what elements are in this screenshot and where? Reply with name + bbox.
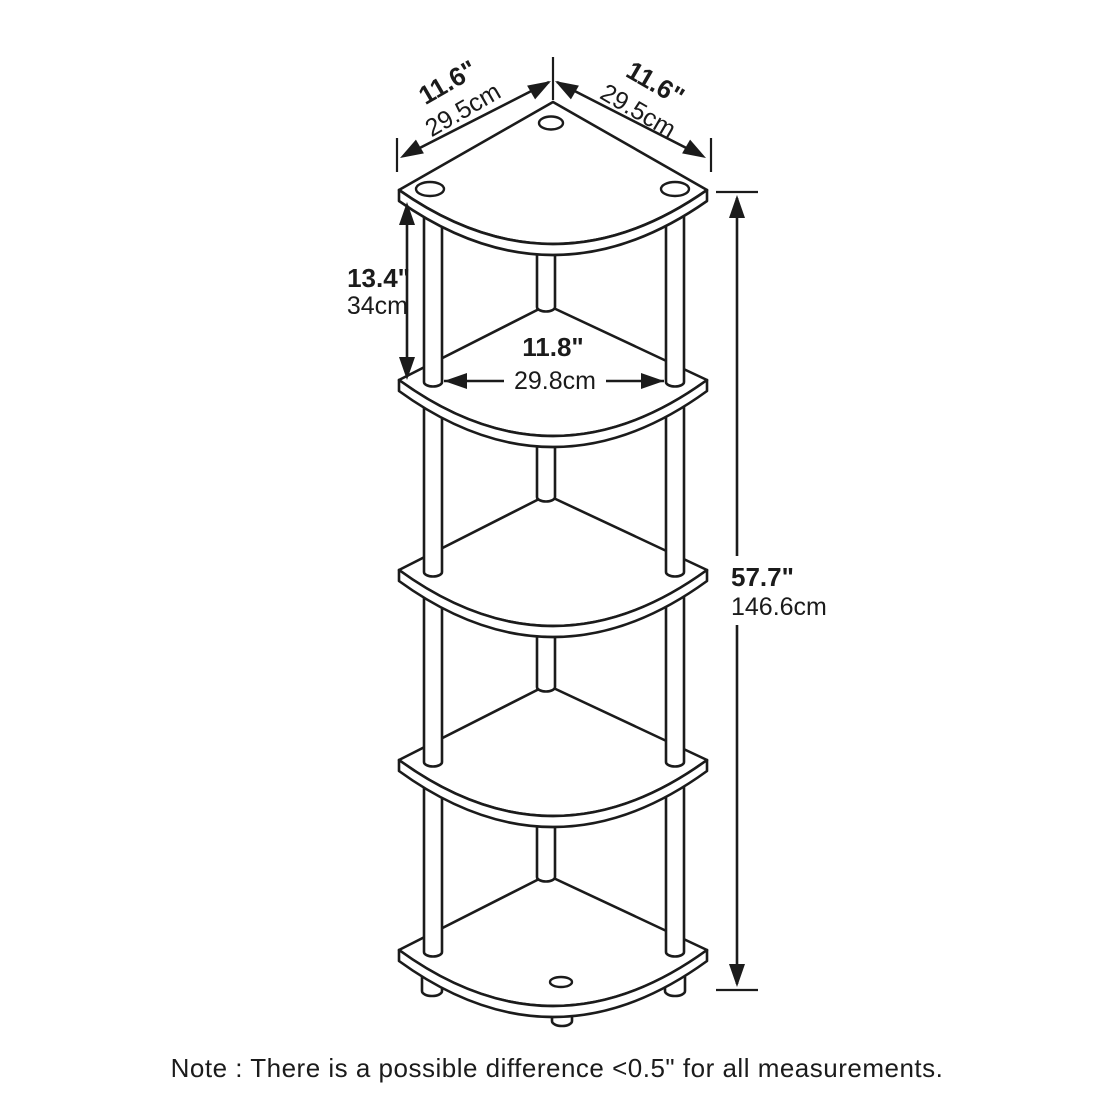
dim-label-metric: 29.8cm — [514, 367, 596, 395]
note-text: Note : There is a possible difference <0… — [171, 1053, 944, 1083]
dim-overall-height: 57.7" 146.6cm — [716, 190, 827, 992]
shelf-5 — [397, 873, 709, 1019]
arrowhead — [729, 195, 745, 218]
dim-label-inches: 13.4" — [347, 263, 410, 293]
shelf-edge-band — [397, 188, 709, 257]
dim-label-inches: 11.8" — [522, 332, 584, 362]
post-left — [422, 768, 444, 958]
shelf-1 — [397, 100, 709, 257]
posts-tier-3 — [422, 578, 686, 768]
post-left — [422, 388, 444, 578]
shelf-2 — [397, 303, 709, 449]
arrowhead — [729, 964, 745, 987]
post-center — [535, 238, 557, 313]
arrowhead — [399, 357, 415, 380]
shelf-unit-drawing — [397, 100, 709, 1028]
screw-hole — [548, 975, 574, 989]
arrowhead — [641, 373, 664, 389]
arrowhead — [399, 202, 415, 225]
shelf-edge-band — [397, 758, 709, 829]
screw-hole — [659, 180, 691, 198]
posts-tier-1 — [422, 198, 686, 388]
arrowhead — [444, 373, 467, 389]
post-right — [664, 578, 686, 768]
arrowhead — [400, 139, 424, 158]
shelf-4 — [397, 683, 709, 829]
dim-tier-spacing: 13.4" 34cm — [347, 202, 415, 380]
screw-hole — [537, 115, 565, 131]
arrowhead — [527, 81, 551, 100]
post-right — [664, 198, 686, 388]
dim-label-inches: 57.7" — [731, 562, 794, 592]
arrowhead — [682, 139, 706, 158]
shelf-edge-band — [397, 568, 709, 639]
shelf-3 — [397, 493, 709, 639]
screw-hole — [414, 180, 446, 198]
post-left — [422, 578, 444, 768]
post-left — [422, 198, 444, 388]
dimension-line — [556, 80, 703, 158]
dim-label-metric: 146.6cm — [731, 593, 827, 621]
dimension-line — [403, 80, 550, 158]
dim-shelf-span: 11.8" 29.8cm — [444, 332, 664, 395]
arrowhead — [555, 81, 579, 100]
shelf-edge-band — [397, 378, 709, 449]
dim-label-metric: 34cm — [347, 292, 408, 320]
post-right — [664, 768, 686, 958]
shelf-edge-band — [397, 948, 709, 1019]
post-right — [664, 388, 686, 578]
